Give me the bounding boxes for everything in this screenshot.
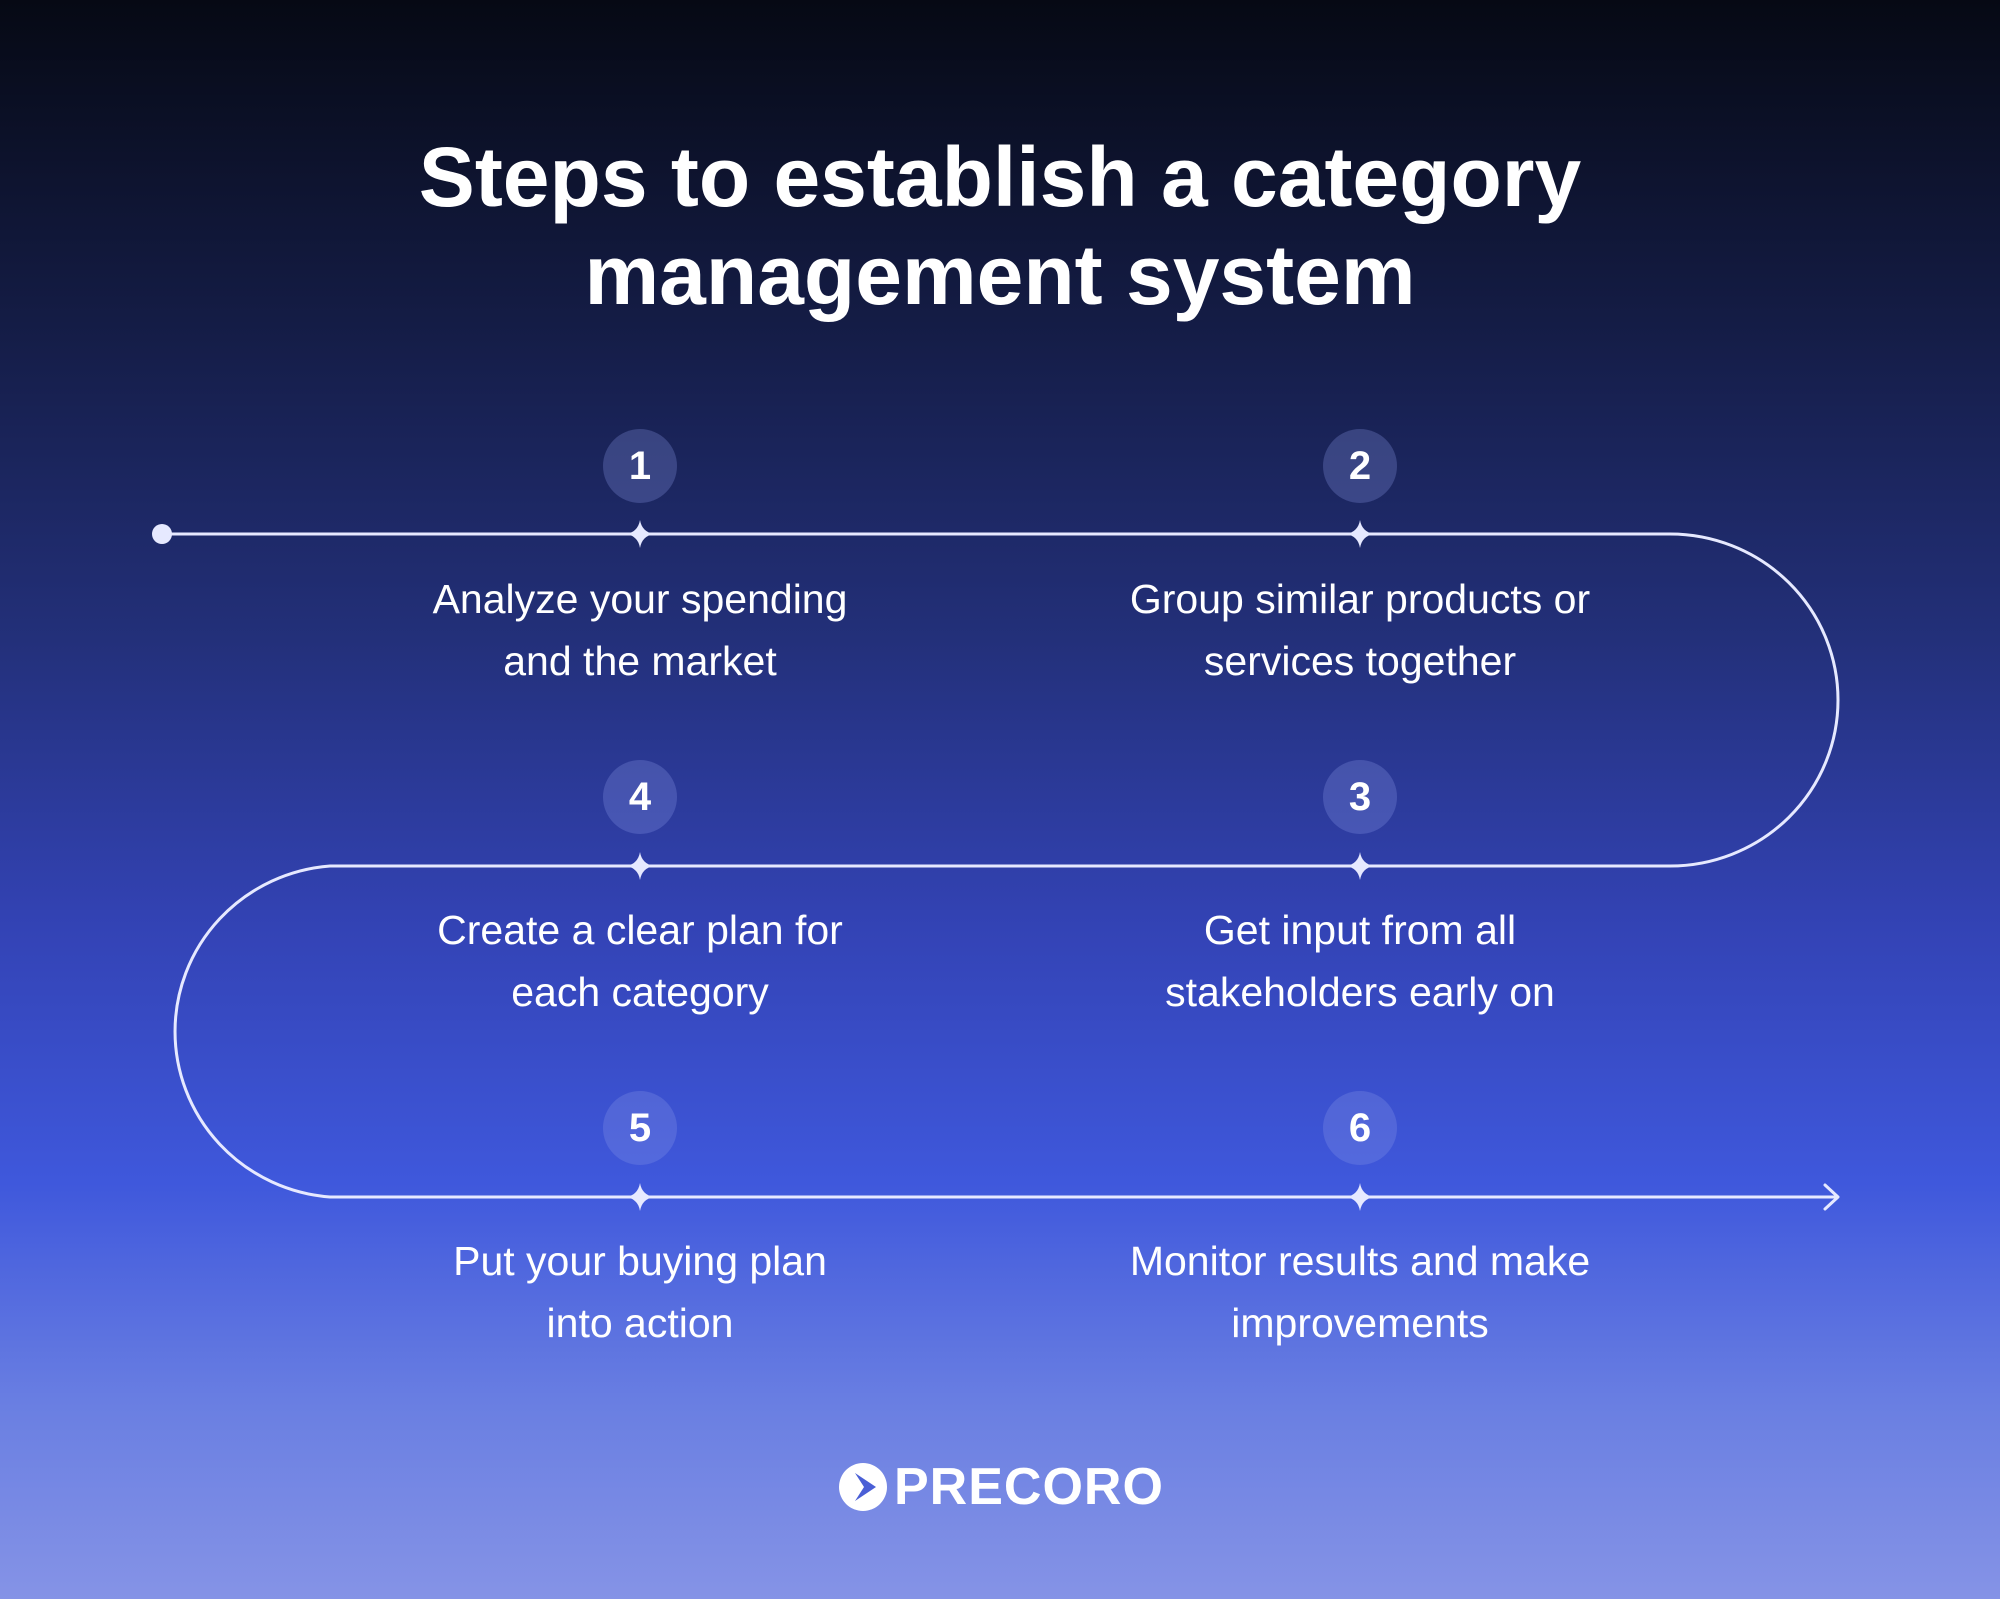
step-6-label: Monitor results and make improvements (1080, 1230, 1640, 1354)
brand-logo: PRECORO (838, 1460, 1164, 1514)
path-marker-step-6 (1346, 1183, 1374, 1211)
step-6-label-line-1: Monitor results and make (1129, 1238, 1591, 1284)
step-5-label-line-1: Put your buying plan (453, 1238, 827, 1284)
page-title: Steps to establish a category management… (0, 128, 2000, 324)
step-2-number-badge: 2 (1323, 429, 1397, 503)
path-marker-step-1 (626, 520, 654, 548)
step-4-label-line-2: each category (511, 969, 769, 1015)
step-3-label-line-1: Get input from all (1203, 907, 1517, 953)
step-2-label-line-2: services together (1203, 638, 1517, 684)
step-1-label-line-1: Analyze your spending (432, 576, 848, 622)
step-6-label-line-2: improvements (1231, 1300, 1489, 1346)
path-marker-step-2 (1346, 520, 1374, 548)
step-4-number-badge: 4 (603, 760, 677, 834)
step-4-label-line-1: Create a clear plan for (437, 907, 843, 953)
step-2-label-line-1: Group similar products or (1129, 576, 1591, 622)
step-2-label: Group similar products or services toget… (1080, 568, 1640, 692)
title-line-2: management system (584, 228, 1416, 322)
step-1-label: Analyze your spending and the market (360, 568, 920, 692)
path-marker-step-5 (626, 1183, 654, 1211)
brand-name: PRECORO (894, 1458, 1164, 1516)
step-3-label-line-2: stakeholders early on (1165, 969, 1555, 1015)
step-1-label-line-2: and the market (503, 638, 777, 684)
step-5-label-line-2: into action (546, 1300, 734, 1346)
step-1-number-badge: 1 (603, 429, 677, 503)
step-3-label: Get input from all stakeholders early on (1080, 899, 1640, 1023)
step-3-number-badge: 3 (1323, 760, 1397, 834)
path-arrowhead (1823, 1183, 1840, 1211)
winding-path-line (160, 532, 1840, 1199)
step-5-label: Put your buying plan into action (360, 1230, 920, 1354)
step-4-label: Create a clear plan for each category (360, 899, 920, 1023)
step-5-number-badge: 5 (603, 1091, 677, 1165)
path-marker-step-3 (1346, 852, 1374, 880)
path-marker-step-4 (626, 852, 654, 880)
step-6-number-badge: 6 (1323, 1091, 1397, 1165)
title-line-1: Steps to establish a category (418, 130, 1582, 224)
path-start-dot (152, 524, 172, 544)
precoro-logo-icon (839, 1463, 887, 1511)
